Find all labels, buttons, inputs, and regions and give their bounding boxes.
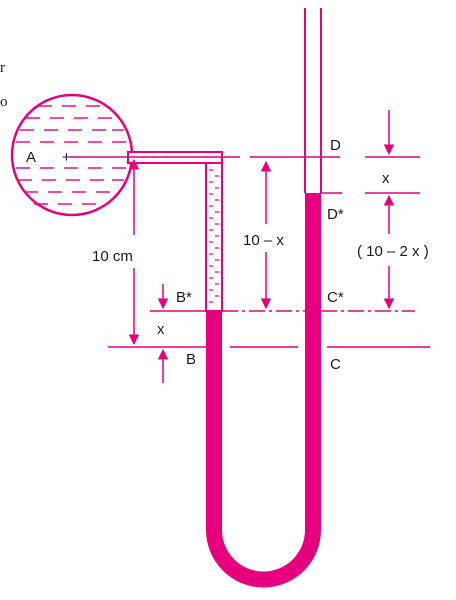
label-ten-minus-x: 10 – x (243, 232, 284, 249)
edge-text-2: o (0, 94, 8, 110)
label-plus: + (62, 149, 71, 166)
label-ten-minus-two-x: ( 10 – 2 x ) (357, 243, 429, 260)
bulb-liquid-hatching (16, 105, 126, 205)
left-limb-liquid (205, 162, 223, 312)
label-x-left: x (157, 321, 165, 338)
label-c-star: C* (327, 289, 344, 306)
dimension-arrows (128, 110, 395, 383)
label-ten-cm: 10 cm (92, 248, 133, 265)
right-limb-open-tube (304, 8, 322, 193)
label-b: B (186, 351, 196, 368)
label-a: A (26, 149, 36, 166)
label-d-star: D* (327, 206, 344, 223)
label-x-right: x (382, 170, 390, 187)
label-b-star: B* (176, 289, 192, 306)
reference-lines (70, 156, 430, 348)
mercury-column (206, 193, 321, 588)
label-c: C (330, 356, 341, 373)
edge-text-1: r (0, 60, 5, 76)
label-d: D (330, 137, 341, 154)
